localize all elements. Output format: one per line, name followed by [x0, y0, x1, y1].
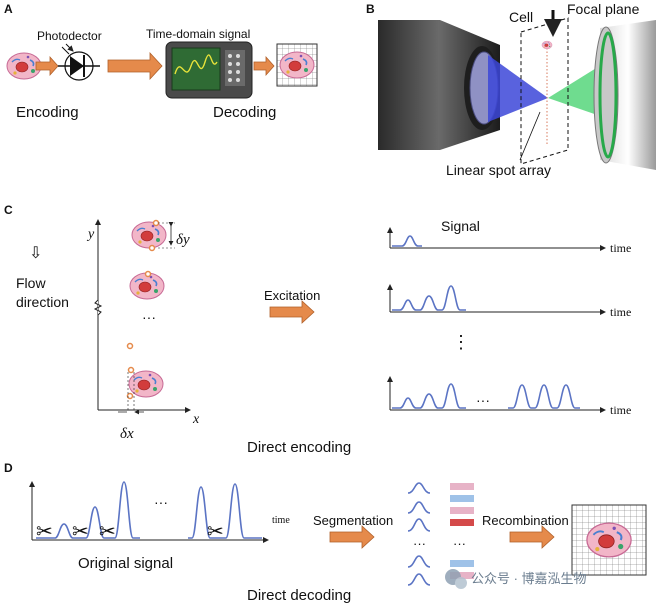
photodiode-icon: [58, 43, 100, 81]
trace3-ellipsis: ···: [476, 392, 490, 408]
microscope-illustration: [378, 10, 656, 170]
segmented-strips: [450, 483, 474, 579]
time-label-1: time: [610, 241, 631, 255]
original-ellipsis: ···: [154, 494, 168, 510]
signal-trace-2: [387, 284, 606, 315]
svg-text:✂: ✂: [36, 519, 53, 543]
flowing-cells: [118, 219, 175, 413]
direction-label: direction: [16, 294, 69, 310]
oscilloscope-icon: [165, 41, 253, 99]
encoding-label: Encoding: [16, 104, 79, 121]
svg-text:✂: ✂: [207, 519, 224, 543]
segment-ellipsis-a: ···: [413, 536, 426, 551]
panel-d-letter: D: [4, 461, 13, 475]
cell-label: Cell: [509, 9, 533, 25]
arrow-a3: [253, 55, 275, 77]
segmentation-arrow: [329, 525, 375, 549]
decoded-image-icon: [276, 43, 318, 87]
watermark: [445, 569, 467, 589]
svg-text:✂: ✂: [99, 519, 116, 543]
coordinate-axes: [93, 219, 191, 413]
delta-x-label: δx: [120, 426, 134, 442]
focal-plane-label: Focal plane: [567, 1, 640, 17]
x-axis-label: x: [192, 412, 200, 427]
traces-vellipsis: ⋮: [452, 332, 470, 352]
direct-decoding-caption: Direct decoding: [247, 587, 351, 604]
arrow-a1: [35, 55, 59, 77]
y-axis-label: y: [86, 227, 95, 242]
linear-spot-label: Linear spot array: [446, 162, 551, 178]
time-label-3: time: [610, 403, 631, 417]
excitation-label: Excitation: [264, 288, 320, 303]
excitation-arrow: [269, 300, 315, 324]
photodetector-label: Photodector: [37, 29, 102, 43]
segmented-pulses: [407, 482, 431, 586]
time-label-d: time: [272, 515, 290, 526]
scissors-icons: ✂ ✂ ✂ ✂: [36, 519, 224, 543]
original-signal-plot: [29, 481, 269, 543]
recombination-arrow: [509, 525, 555, 549]
flow-label: Flow: [16, 275, 46, 291]
signal-label: Signal: [441, 218, 480, 234]
signal-trace-1: [387, 227, 606, 251]
panel-a-letter: A: [4, 2, 13, 16]
signal-trace-3: [387, 376, 606, 413]
time-domain-label: Time-domain signal: [146, 27, 250, 41]
watermark-text: 公众号 · 博嘉泓生物: [471, 571, 587, 586]
decoding-label: Decoding: [213, 104, 276, 121]
segmentation-label: Segmentation: [313, 513, 393, 528]
direct-encoding-caption: Direct encoding: [247, 439, 351, 456]
svg-text:✂: ✂: [72, 519, 89, 543]
panel-b-letter: B: [366, 2, 375, 16]
arrow-a2: [107, 51, 163, 81]
flow-down-icon: ⇩: [29, 245, 42, 262]
panel-c-letter: C: [4, 203, 13, 217]
segment-ellipsis-b: ···: [453, 536, 466, 551]
reconstructed-image: [571, 504, 647, 576]
original-signal-label: Original signal: [78, 555, 173, 572]
recombination-label: Recombination: [482, 513, 569, 528]
delta-y-label: δy: [176, 232, 190, 248]
time-label-2: time: [610, 305, 631, 319]
cells-ellipsis: ···: [142, 309, 156, 325]
